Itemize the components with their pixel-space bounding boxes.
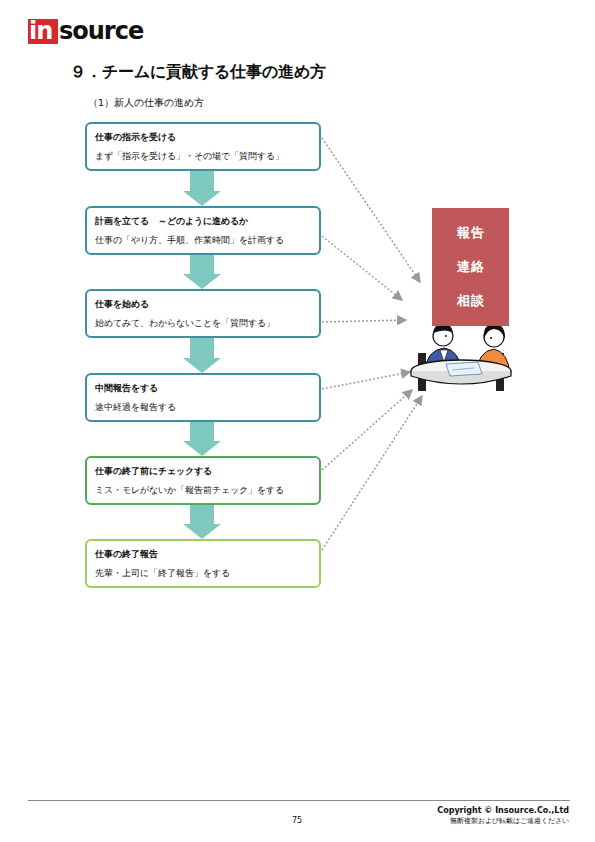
flow-arrow <box>183 505 221 539</box>
flow-arrow <box>183 338 221 373</box>
step-description: 始めてみて、わからないことを「質問する」 <box>95 318 311 329</box>
step-heading: 中間報告をする <box>95 382 311 394</box>
highlight-band: 報告連絡相談 <box>432 208 509 326</box>
people-at-table <box>411 324 511 391</box>
leader-lines <box>322 138 422 550</box>
flow-arrow <box>183 422 221 456</box>
logo-text: source <box>59 17 143 45</box>
page-title: ９．チームに貢献する仕事の進め方 <box>70 62 326 83</box>
process-box: 仕事の指示を受けるまず「指示を受ける」・その場で「質問する」 <box>85 122 321 171</box>
step-heading: 仕事の終了前にチェックする <box>95 465 311 477</box>
process-box: 仕事の終了報告先輩・上司に「終了報告」をする <box>85 539 321 588</box>
step-description: 途中経過を報告する <box>95 402 311 413</box>
band-word: 連絡 <box>457 258 485 276</box>
step-description: 仕事の「やり方、手順、作業時間」を計画する <box>95 235 311 246</box>
process-box: 仕事を始める始めてみて、わからないことを「質問する」 <box>85 289 321 338</box>
copyright-note: 無断複製および転載はご遠慮ください <box>450 817 569 826</box>
step-heading: 計画を立てる ～どのように進めるか <box>95 215 311 227</box>
step-heading: 仕事の終了報告 <box>95 548 311 560</box>
logo-text: in <box>29 17 52 45</box>
flow-arrow <box>183 255 221 289</box>
band-word: 報告 <box>457 224 485 242</box>
process-box: 中間報告をする途中経過を報告する <box>85 373 321 422</box>
copyright: Copyright © Insource.Co.,Ltd <box>437 806 569 815</box>
step-heading: 仕事の指示を受ける <box>95 131 311 143</box>
step-description: ミス・モレがないか「報告前チェック」をする <box>95 485 311 496</box>
band-word: 相談 <box>457 292 485 310</box>
process-box: 計画を立てる ～どのように進めるか仕事の「やり方、手順、作業時間」を計画する <box>85 206 321 255</box>
page-number: 75 <box>280 816 314 825</box>
step-heading: 仕事を始める <box>95 298 311 310</box>
process-box: 仕事の終了前にチェックするミス・モレがないか「報告前チェック」をする <box>85 456 321 505</box>
step-description: 先輩・上司に「終了報告」をする <box>95 568 311 579</box>
section-subtitle: （1）新人の仕事の進め方 <box>88 97 204 110</box>
flow-arrow <box>183 171 221 206</box>
step-description: まず「指示を受ける」・その場で「質問する」 <box>95 151 311 162</box>
footer-rule <box>28 800 570 801</box>
